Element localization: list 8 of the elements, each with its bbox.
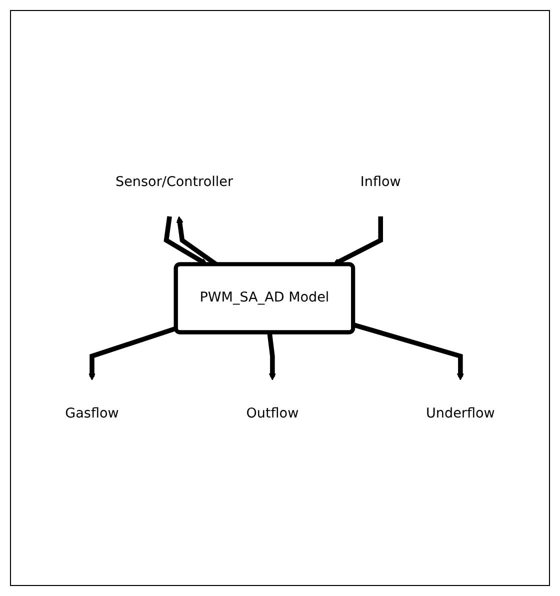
node-text: Sensor/Controller [115,174,234,190]
node-text: Underflow [426,405,495,422]
node-text: Outflow [246,405,299,422]
arrow [352,322,464,380]
node-text: Gasflow [65,405,119,422]
arrow [88,326,177,380]
arrow [267,332,276,380]
node-text: Inflow [360,174,401,190]
